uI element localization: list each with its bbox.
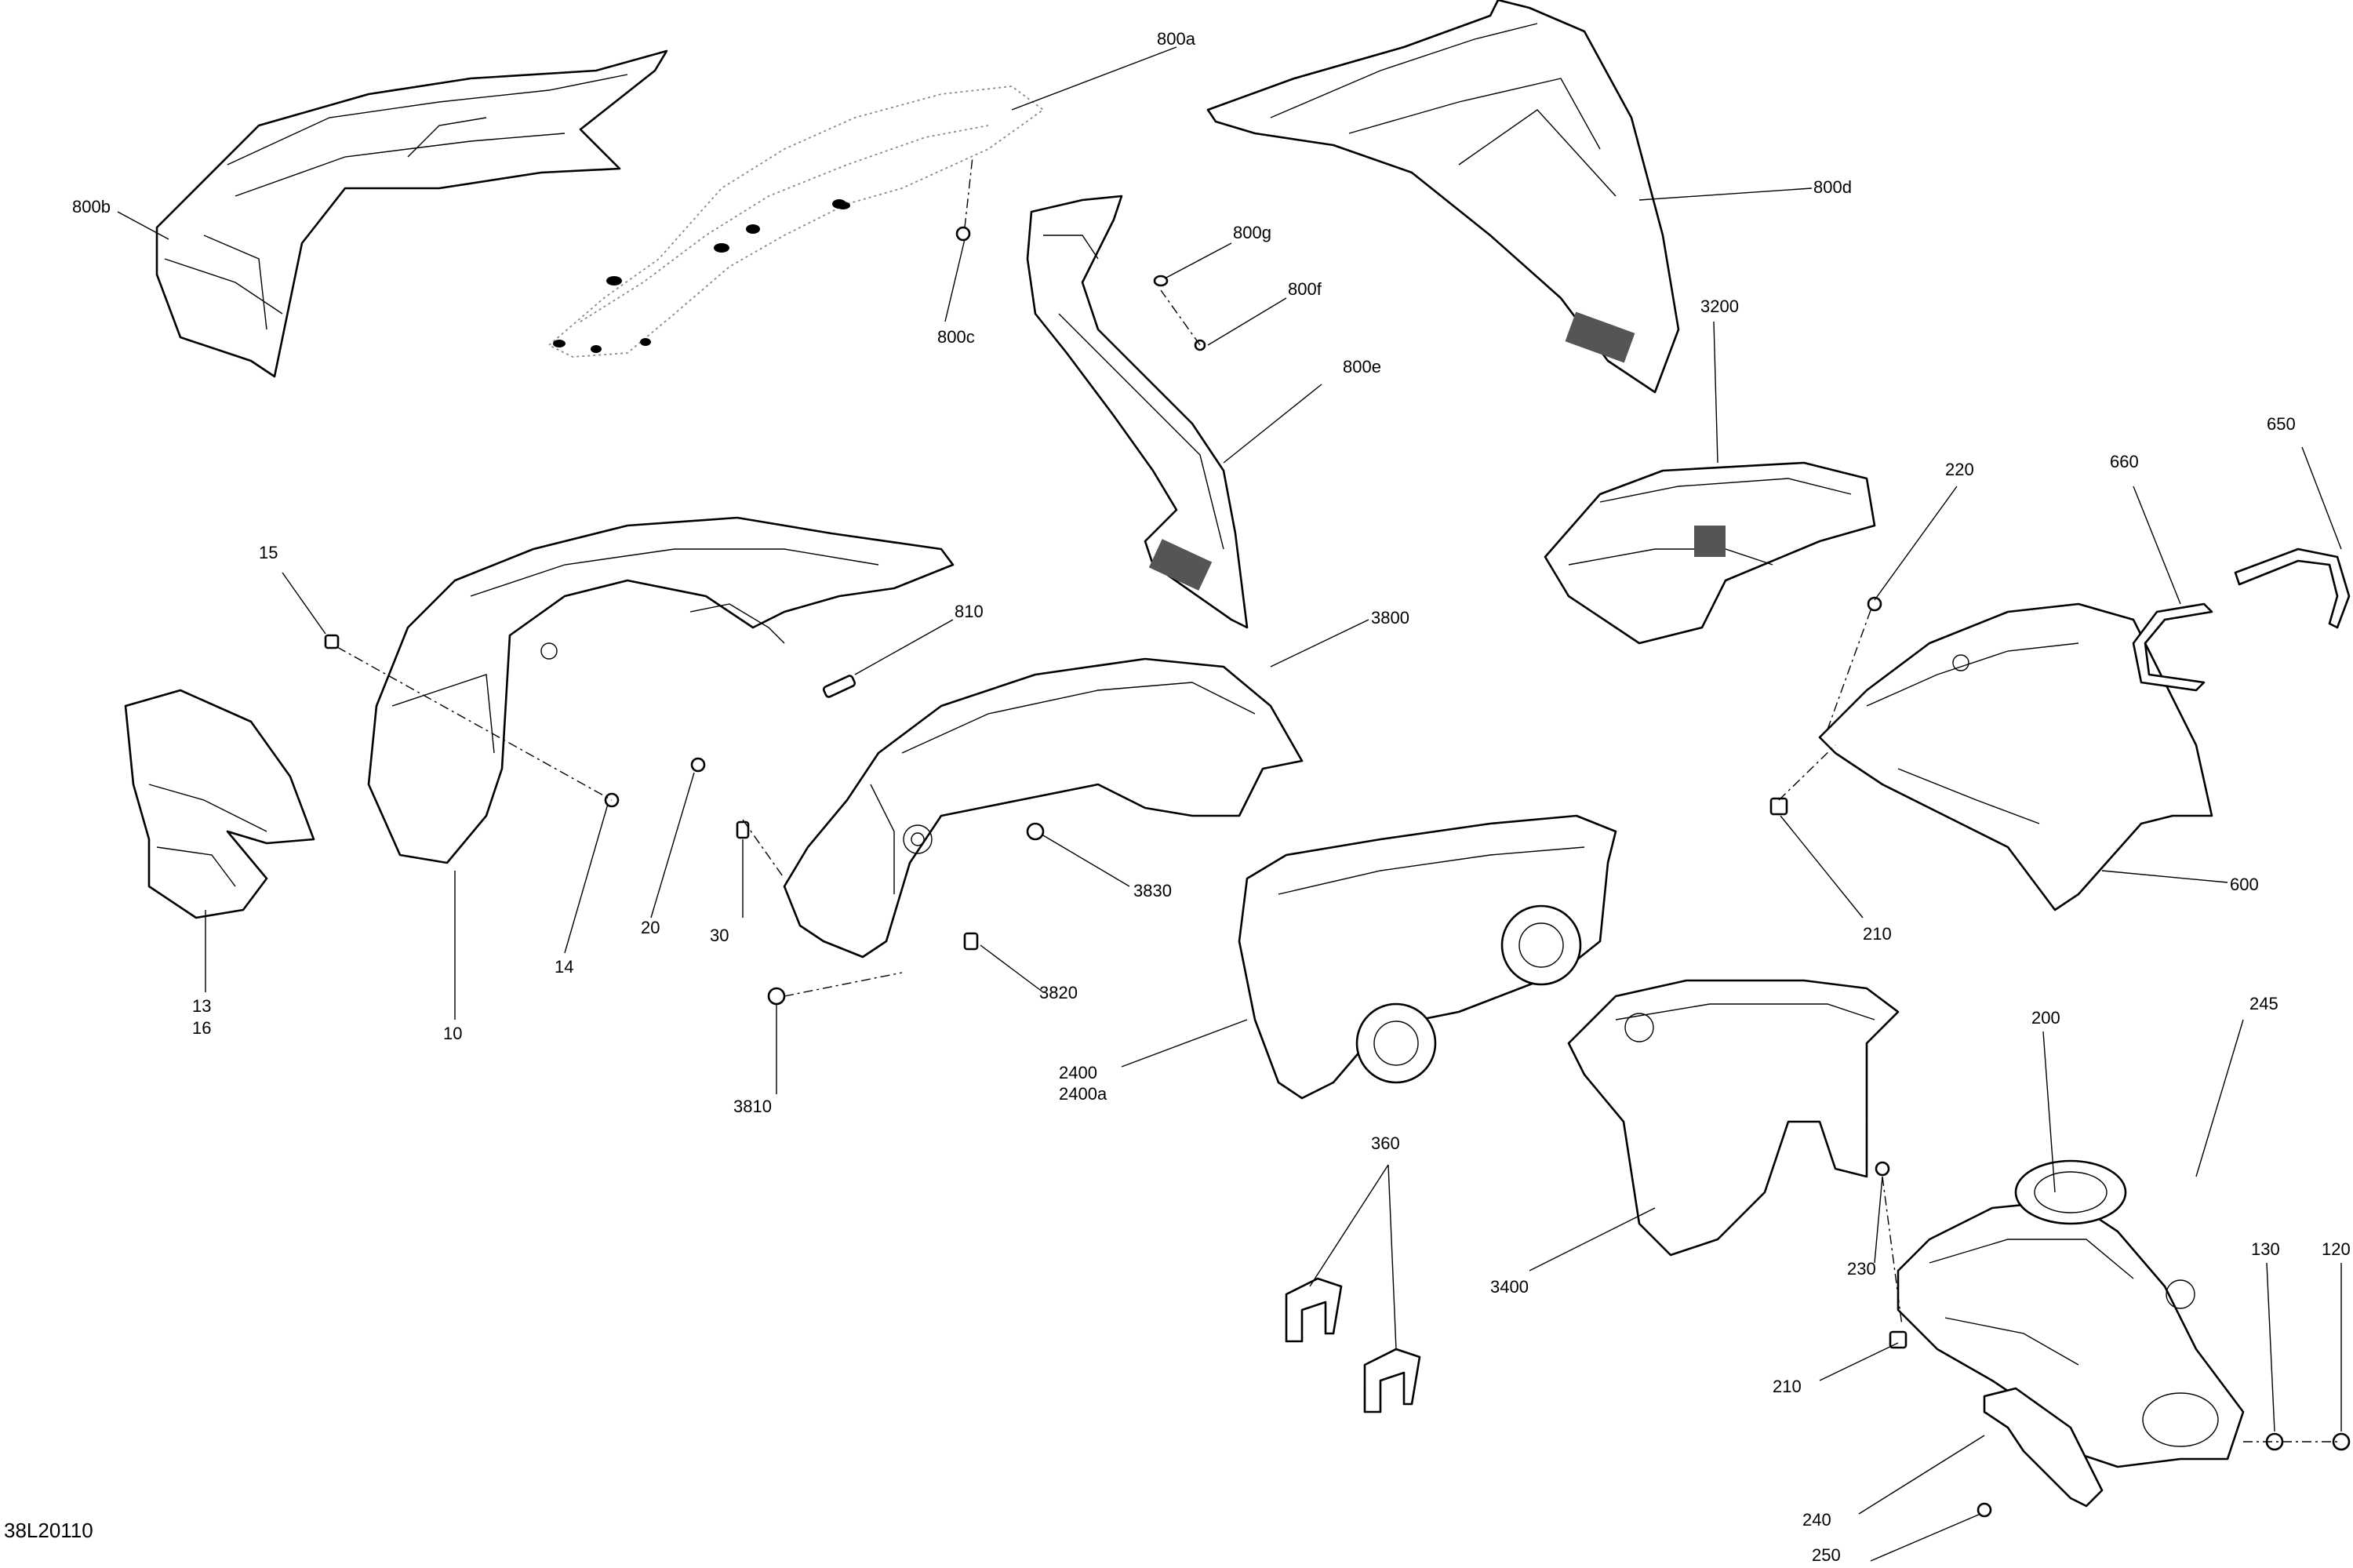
callout-10: 10 bbox=[443, 1024, 462, 1043]
part-360-clip-a bbox=[1285, 1277, 1343, 1343]
callout-660: 660 bbox=[2110, 452, 2139, 471]
callout-360: 360 bbox=[1371, 1133, 1400, 1153]
part-240-plate bbox=[1983, 1387, 2104, 1508]
hardware-fasteners bbox=[324, 226, 2351, 1518]
part-800e-side-trim bbox=[1026, 195, 1249, 629]
callout-3810: 3810 bbox=[733, 1097, 772, 1116]
part-2400-headlight bbox=[1238, 814, 1617, 1100]
part-800b-upper-fairing bbox=[155, 49, 668, 378]
part-3800-headlight-housing bbox=[783, 657, 1304, 959]
callout-3820: 3820 bbox=[1039, 983, 1078, 1002]
callout-3830: 3830 bbox=[1133, 881, 1172, 900]
part-800a-trim-ghost bbox=[547, 85, 1045, 358]
callout-200: 200 bbox=[2031, 1008, 2060, 1028]
callout-labels: 800a 800b 800c 800d 800g 800f 800e 3200 … bbox=[4, 29, 2351, 1565]
callout-30: 30 bbox=[710, 926, 729, 945]
leader-lines bbox=[117, 46, 2342, 1562]
callout-3400: 3400 bbox=[1490, 1277, 1529, 1297]
callout-650: 650 bbox=[2267, 414, 2296, 434]
part-600-console bbox=[1818, 602, 2213, 911]
callout-2400a: 2400a bbox=[1059, 1084, 1107, 1104]
part-245-ring bbox=[2014, 1159, 2127, 1225]
part-660-trim bbox=[2132, 602, 2213, 692]
callout-13: 13 bbox=[192, 996, 211, 1016]
callout-600: 600 bbox=[2230, 875, 2259, 894]
part-3400-storage-bin bbox=[1567, 979, 1900, 1257]
callout-240: 240 bbox=[1802, 1510, 1831, 1530]
callout-250: 250 bbox=[1812, 1545, 1841, 1565]
callout-810: 810 bbox=[955, 602, 984, 621]
callout-3200: 3200 bbox=[1700, 297, 1739, 316]
callout-130: 130 bbox=[2251, 1239, 2280, 1259]
callout-2400: 2400 bbox=[1059, 1063, 1097, 1082]
callout-210-lower: 210 bbox=[1773, 1377, 1802, 1396]
part-13-16-deflector bbox=[124, 689, 315, 919]
callout-800d: 800d bbox=[1813, 177, 1852, 197]
callout-800g: 800g bbox=[1233, 223, 1271, 242]
callout-14: 14 bbox=[555, 957, 573, 977]
part-10-inner-fairing bbox=[367, 516, 955, 864]
callout-220: 220 bbox=[1945, 460, 1974, 479]
callout-3800: 3800 bbox=[1371, 608, 1409, 628]
callout-20: 20 bbox=[641, 918, 660, 937]
part-3200-tray bbox=[1544, 461, 1876, 645]
callout-800e: 800e bbox=[1343, 357, 1381, 377]
callout-120: 120 bbox=[2322, 1239, 2351, 1259]
part-650-trim bbox=[2234, 548, 2351, 629]
callout-800a: 800a bbox=[1157, 29, 1196, 49]
callout-800b: 800b bbox=[72, 197, 111, 216]
drawing-number: 38L20110 bbox=[4, 1519, 93, 1542]
callout-230: 230 bbox=[1847, 1259, 1876, 1279]
part-360-clip-b bbox=[1363, 1348, 1421, 1413]
callout-16: 16 bbox=[192, 1018, 211, 1038]
callout-245: 245 bbox=[2249, 994, 2278, 1013]
callout-800f: 800f bbox=[1288, 279, 1322, 299]
callout-210-upper: 210 bbox=[1863, 924, 1892, 944]
part-800d-side-panel bbox=[1206, 0, 1680, 394]
callout-800c: 800c bbox=[937, 327, 975, 347]
callout-15: 15 bbox=[259, 543, 278, 562]
